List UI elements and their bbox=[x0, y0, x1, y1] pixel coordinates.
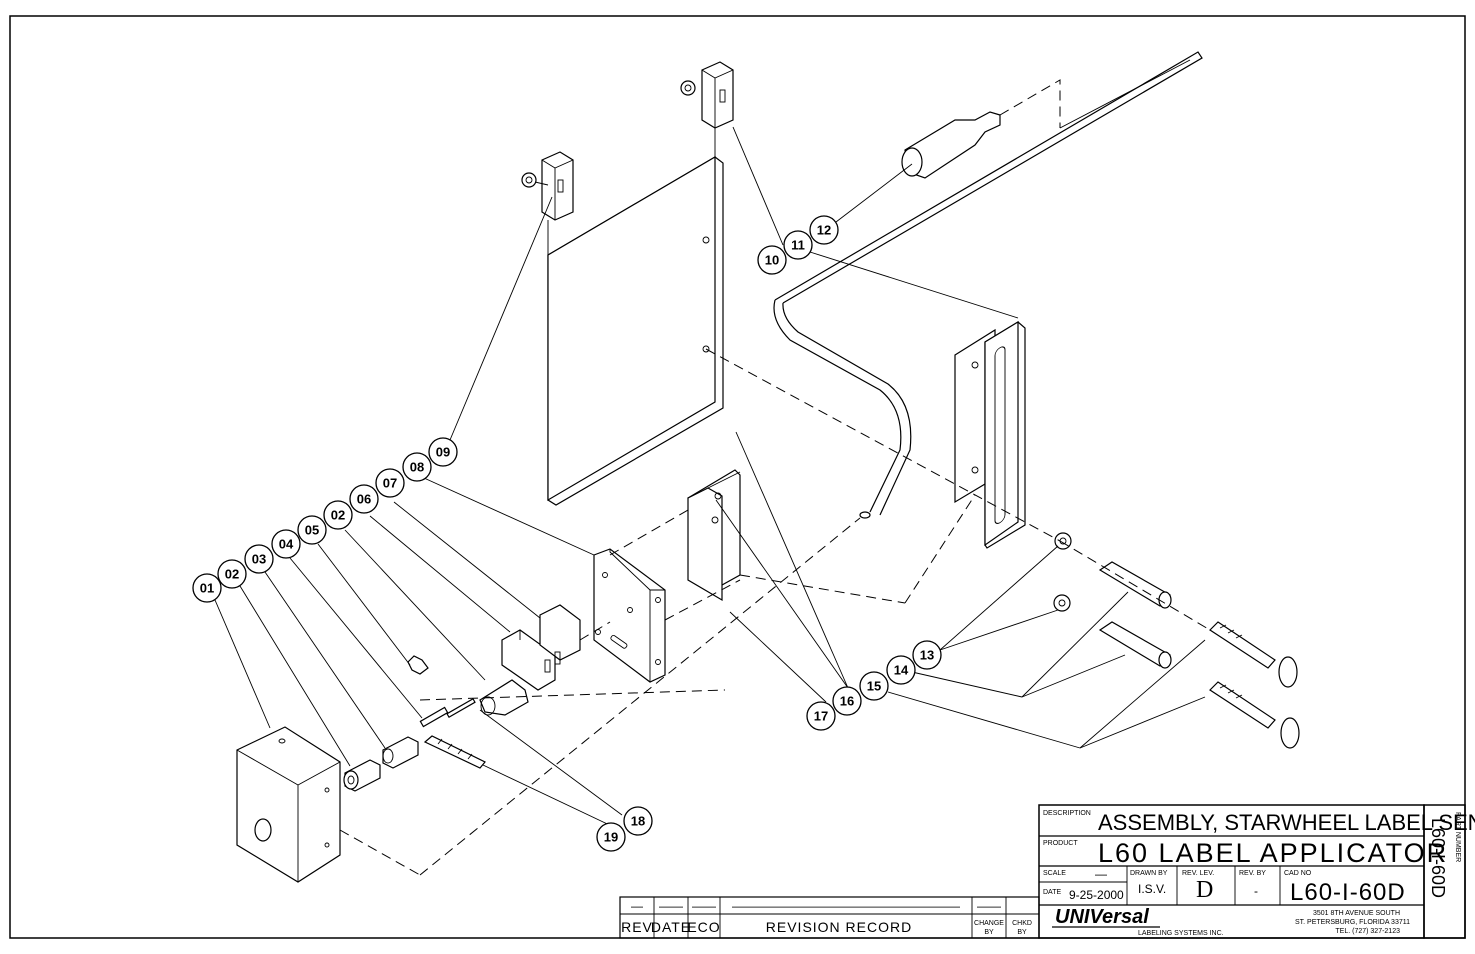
svg-text:03: 03 bbox=[252, 552, 266, 567]
company-logo: UNIVersal bbox=[1055, 906, 1149, 928]
svg-text:18: 18 bbox=[631, 814, 645, 829]
pins bbox=[419, 697, 476, 728]
scale-label: SCALE bbox=[1043, 870, 1066, 877]
company-subtitle: LABELING SYSTEMS INC. bbox=[1138, 930, 1224, 937]
l-bracket bbox=[687, 469, 741, 602]
svg-text:08: 08 bbox=[410, 460, 424, 475]
thumb-screws bbox=[1209, 621, 1300, 749]
eco-header: ECO bbox=[687, 919, 720, 935]
svg-text:02: 02 bbox=[225, 567, 239, 582]
rev-blank: — bbox=[631, 899, 643, 913]
callout-11: 11 bbox=[783, 230, 813, 260]
callout-13: 13 bbox=[912, 640, 942, 670]
svg-text:05: 05 bbox=[305, 523, 319, 538]
svg-text:04: 04 bbox=[279, 537, 294, 552]
bushing bbox=[343, 759, 381, 792]
svg-text:17: 17 bbox=[814, 709, 828, 724]
callout-03: 03 bbox=[244, 544, 274, 574]
drawn-by-value: I.S.V. bbox=[1138, 882, 1166, 896]
star-knob bbox=[407, 655, 429, 675]
rev-by-label: REV. BY bbox=[1239, 870, 1266, 877]
title-block: DESCRIPTION ASSEMBLY, STARWHEEL LABEL SE… bbox=[1038, 804, 1475, 939]
callout-18: 18 bbox=[623, 806, 653, 836]
callout-07: 07 bbox=[375, 468, 405, 498]
date-header: DATE bbox=[651, 919, 691, 935]
description-label: DESCRIPTION bbox=[1043, 810, 1091, 817]
callout-02: 02 bbox=[217, 559, 247, 589]
product-label: PRODUCT bbox=[1043, 840, 1078, 847]
spring bbox=[423, 735, 486, 769]
svg-text:16: 16 bbox=[840, 694, 854, 709]
svg-text:12: 12 bbox=[817, 223, 831, 238]
svg-text:14: 14 bbox=[894, 663, 909, 678]
callout-04: 04 bbox=[271, 529, 301, 559]
svg-text:07: 07 bbox=[383, 476, 397, 491]
svg-text:09: 09 bbox=[436, 445, 450, 460]
svg-text:15: 15 bbox=[867, 679, 881, 694]
cad-no-value: L60-I-60D bbox=[1290, 879, 1406, 906]
revision-record-header: REVISION RECORD bbox=[766, 919, 912, 935]
address-line-3: TEL. (727) 327-2123 bbox=[1335, 928, 1400, 935]
sensor-clip-left bbox=[521, 151, 574, 221]
callout-12: 12 bbox=[809, 215, 839, 245]
svg-text:02: 02 bbox=[331, 508, 345, 523]
callout-01: 01 bbox=[192, 573, 222, 603]
sensor-housing-block bbox=[236, 726, 341, 883]
callout-05: 05 bbox=[297, 515, 327, 545]
slotted-bracket bbox=[954, 320, 1026, 549]
callout-19: 19 bbox=[596, 822, 626, 852]
svg-text:10: 10 bbox=[765, 253, 779, 268]
svg-text:01: 01 bbox=[200, 581, 214, 596]
date-label: DATE bbox=[1043, 889, 1061, 896]
washers bbox=[1053, 532, 1072, 612]
scale-value: — bbox=[1095, 867, 1107, 881]
callout-14: 14 bbox=[886, 655, 916, 685]
spacer-sleeve bbox=[382, 736, 419, 769]
rev-lev-value: D bbox=[1196, 877, 1213, 903]
mounting-plate bbox=[547, 155, 724, 506]
change-by-label: CHANGE bbox=[974, 920, 1004, 927]
callout-08: 08 bbox=[402, 452, 432, 482]
cad-no-label: CAD NO bbox=[1284, 870, 1312, 877]
chkd-by-label: CHKD bbox=[1012, 920, 1032, 927]
switch-mount-plate bbox=[593, 548, 666, 683]
svg-text:11: 11 bbox=[791, 238, 805, 253]
part-number-label: PART NUMBER bbox=[1454, 812, 1461, 862]
rev-header: REV bbox=[621, 919, 653, 935]
callout-15: 15 bbox=[859, 671, 889, 701]
callout-16: 16 bbox=[832, 686, 862, 716]
callout-09: 09 bbox=[428, 437, 458, 467]
eco-blank: —— bbox=[692, 899, 716, 913]
standoffs bbox=[1098, 561, 1172, 669]
sensor-clip-right bbox=[680, 61, 734, 129]
product: L60 LABEL APPLICATOR bbox=[1098, 838, 1448, 868]
micro-switch bbox=[501, 604, 581, 691]
change-blank: —— bbox=[977, 899, 1001, 913]
svg-text:19: 19 bbox=[604, 830, 618, 845]
svg-text:BY: BY bbox=[1017, 929, 1027, 936]
svg-text:13: 13 bbox=[920, 648, 934, 663]
leader-lines bbox=[214, 126, 1206, 831]
assembly-centerlines bbox=[339, 348, 1211, 876]
address-line-2: ST. PETERSBURG, FLORIDA 33711 bbox=[1295, 919, 1410, 926]
description: ASSEMBLY, STARWHEEL LABEL SENSE bbox=[1098, 810, 1475, 835]
drawn-by-label: DRAWN BY bbox=[1130, 870, 1168, 877]
rev-by-value: - bbox=[1254, 884, 1258, 898]
date-value: 9-25-2000 bbox=[1069, 888, 1124, 902]
fiber-optic-sensor bbox=[901, 111, 1001, 179]
rev-lev-label: REV. LEV. bbox=[1182, 870, 1214, 877]
address-line-1: 3501 8TH AVENUE SOUTH bbox=[1313, 910, 1400, 917]
sensor-rod bbox=[773, 51, 1203, 519]
svg-text:06: 06 bbox=[357, 492, 371, 507]
svg-text:BY: BY bbox=[984, 929, 994, 936]
callout-17: 17 bbox=[806, 701, 836, 731]
callout-02b: 02 bbox=[323, 500, 353, 530]
callout-10: 10 bbox=[757, 245, 787, 275]
record-blank: ——————————————————— bbox=[732, 899, 960, 913]
part-number-value: L60-I-60D bbox=[1428, 818, 1448, 898]
date-blank: —— bbox=[659, 899, 683, 913]
callout-06: 06 bbox=[349, 484, 379, 514]
revision-record: — —— —— ——————————————————— —— REV DATE … bbox=[619, 896, 1040, 939]
